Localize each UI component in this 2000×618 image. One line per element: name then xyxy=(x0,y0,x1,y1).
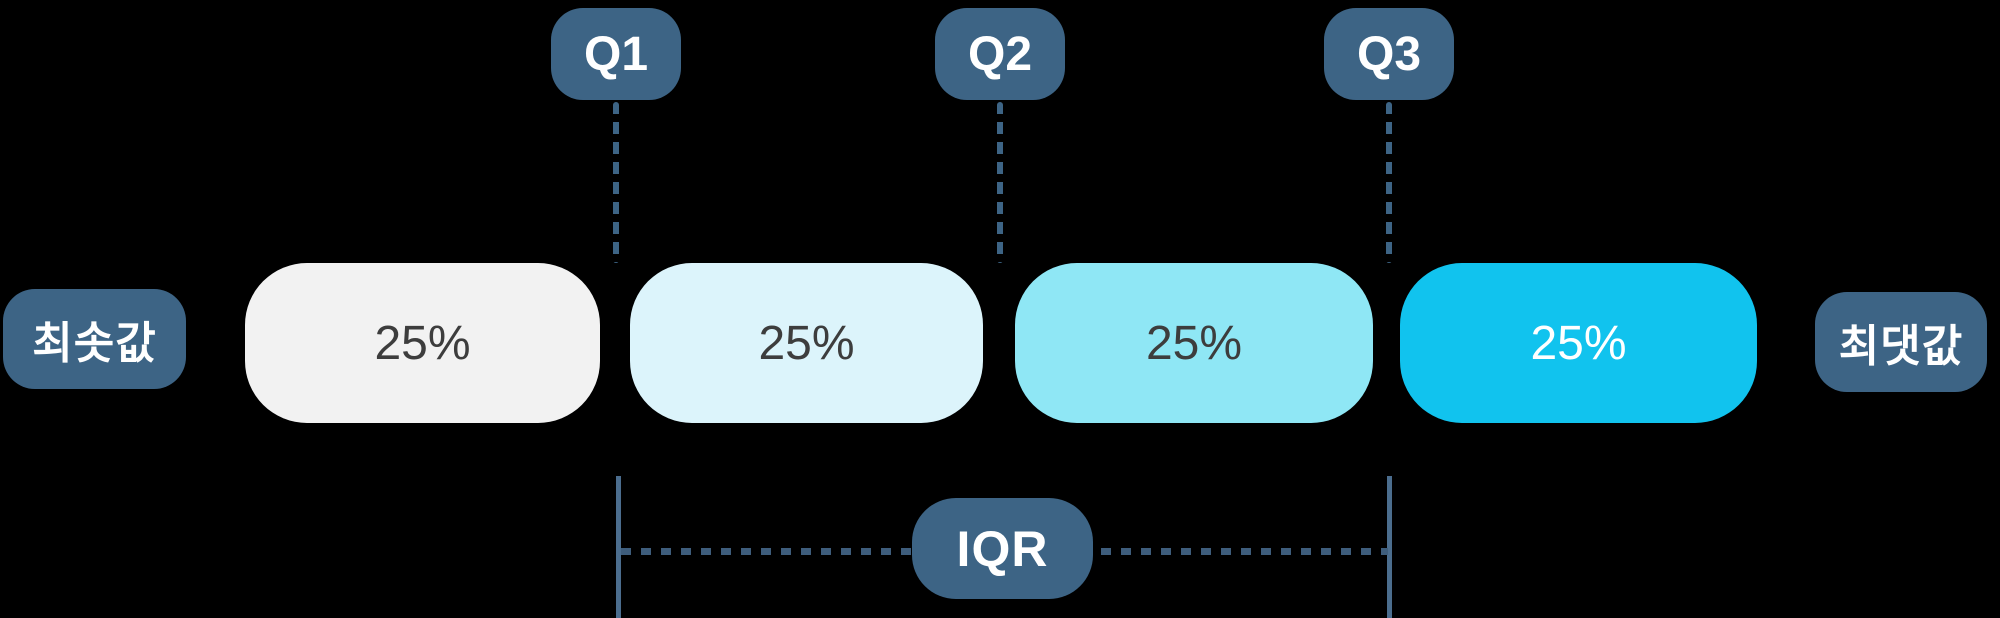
q3-marker-label: Q3 xyxy=(1356,27,1422,81)
quartile-segment-1: 25% xyxy=(245,263,600,423)
iqr-badge: IQR xyxy=(912,498,1093,599)
q2-dashed-leader-line xyxy=(997,102,1003,263)
minimum-value-label: 최솟값 xyxy=(32,319,157,368)
quartile-segment-4-value: 25% xyxy=(1530,316,1627,370)
quartile-segment-3: 25% xyxy=(1015,263,1373,423)
quartile-segment-3-value: 25% xyxy=(1145,316,1243,370)
q3-dashed-leader-line xyxy=(1386,102,1392,263)
quartile-segment-4: 25% xyxy=(1400,263,1757,423)
maximum-value-label: 최댓값 xyxy=(1838,322,1964,371)
q2-marker-label: Q2 xyxy=(967,27,1033,81)
iqr-bracket-right-line xyxy=(1387,476,1392,618)
q2-marker-badge: Q2 xyxy=(935,8,1065,100)
iqr-bracket-left-line xyxy=(616,476,621,618)
quartile-segment-2-value: 25% xyxy=(758,316,855,370)
minimum-value-badge: 최솟값 xyxy=(3,289,186,389)
quartile-segment-2: 25% xyxy=(630,263,983,423)
q3-marker-badge: Q3 xyxy=(1324,8,1454,100)
q1-marker-badge: Q1 xyxy=(551,8,681,100)
quartile-segment-1-value: 25% xyxy=(374,316,471,370)
q1-marker-label: Q1 xyxy=(583,27,649,81)
q1-dashed-leader-line xyxy=(613,102,619,263)
iqr-label: IQR xyxy=(956,520,1049,577)
maximum-value-badge: 최댓값 xyxy=(1815,292,1987,392)
